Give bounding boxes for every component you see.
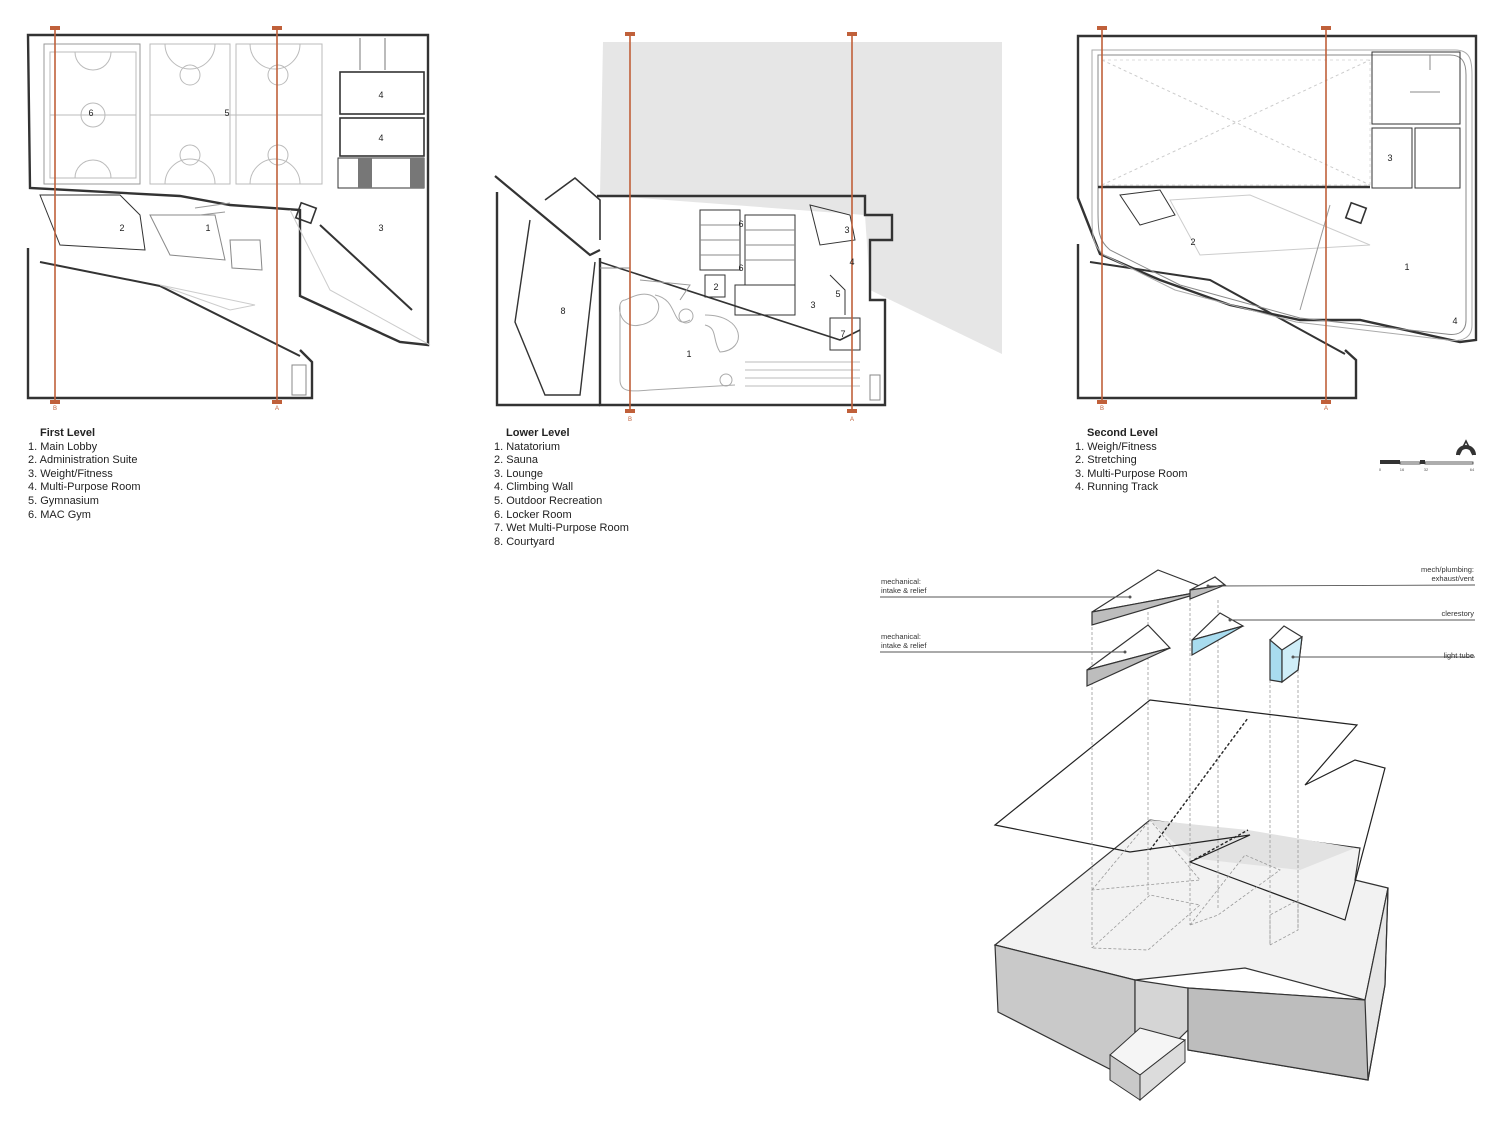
scale-label: 16 (1400, 467, 1405, 472)
first-level-section-lines: B A (50, 26, 282, 412)
legend-item: 3. Lounge (494, 467, 543, 480)
room-tag: 4 (849, 257, 854, 267)
section-marker-b: B (53, 406, 57, 412)
lower-level-plan (494, 42, 1002, 407)
legend-item: 5. Outdoor Recreation (494, 494, 603, 507)
second-level-plan (1076, 34, 1478, 400)
room-tag: 4 (378, 90, 383, 100)
legend-item: 4. Multi-Purpose Room (28, 481, 141, 494)
room-tag: 6 (738, 263, 743, 273)
first-level-plan (26, 33, 431, 400)
legend-title: First Level (40, 427, 96, 439)
room-tag: 4 (378, 133, 383, 143)
callout-mech-plumbing: mech/plumbing: (1421, 565, 1474, 574)
room-tag: 6 (88, 108, 93, 118)
room-tag: 2 (1190, 237, 1195, 247)
lower-level-room-tags: 1 2 3 3 4 5 6 6 7 8 (560, 219, 854, 359)
legend-item: 6. Locker Room (494, 508, 572, 521)
section-marker-a: A (850, 417, 854, 423)
room-tag: 3 (378, 223, 383, 233)
north-arrow-icon (1456, 439, 1476, 456)
callout-mech-plumbing-sub: exhaust/vent (1431, 574, 1474, 583)
legend-item: 7. Wet Multi-Purpose Room (494, 522, 629, 535)
room-tag: 8 (560, 306, 565, 316)
section-marker-b: B (1100, 406, 1104, 412)
section-marker-b: B (628, 417, 632, 423)
legend-item: 3. Multi-Purpose Room (1075, 467, 1188, 480)
room-tag: 3 (1387, 153, 1392, 163)
room-tag: 1 (686, 349, 691, 359)
second-level-room-tags: 1 2 3 4 (1190, 153, 1457, 326)
legend-item: 6. MAC Gym (28, 508, 91, 521)
legend-item: 2. Stretching (1075, 454, 1137, 467)
lower-level-section-lines: B A (625, 32, 857, 423)
legend-title: Second Level (1087, 427, 1158, 439)
legend-title: Lower Level (506, 427, 570, 439)
legend-item: 2. Sauna (494, 454, 539, 467)
room-tag: 3 (810, 300, 815, 310)
legend-item: 8. Courtyard (494, 535, 555, 548)
legend-item: 2. Administration Suite (28, 454, 138, 467)
room-tag: 1 (205, 223, 210, 233)
first-level-legend: First Level 1. Main Lobby 2. Administrat… (28, 427, 141, 522)
callout-mechanical-bottom-sub: intake & relief (881, 641, 927, 650)
first-level-room-tags: 1 2 3 4 4 5 6 (88, 90, 383, 233)
room-tag: 5 (835, 289, 840, 299)
callout-clerestory: clerestory (1441, 609, 1474, 618)
room-tag: 5 (224, 108, 229, 118)
second-level-legend: Second Level 1. Weigh/Fitness 2. Stretch… (1075, 427, 1188, 495)
room-tag: 2 (713, 282, 718, 292)
callout-mechanical-top: mechanical: (881, 577, 921, 586)
room-tag: 2 (119, 223, 124, 233)
room-tag: 7 (840, 329, 845, 339)
room-tag: 1 (1404, 262, 1409, 272)
scale-label: 32 (1424, 467, 1429, 472)
legend-item: 4. Climbing Wall (494, 481, 574, 494)
callout-mechanical-top-sub: intake & relief (881, 586, 927, 595)
room-tag: 4 (1452, 316, 1457, 326)
scale-label: 64 (1470, 467, 1475, 472)
room-tag: 3 (844, 225, 849, 235)
section-marker-a: A (1324, 406, 1328, 412)
legend-item: 5. Gymnasium (28, 494, 99, 507)
legend-item: 3. Weight/Fitness (28, 467, 113, 480)
callout-mechanical-bottom: mechanical: (881, 632, 921, 641)
room-tag: 6 (738, 219, 743, 229)
section-marker-a: A (275, 406, 279, 412)
second-level-section-lines: B A (1097, 26, 1331, 412)
callout-light-tube: light tube (1444, 651, 1474, 660)
scale-bar: 0 16 32 64 (1379, 460, 1475, 472)
lower-level-legend: Lower Level 1. Natatorium 2. Sauna 3. Lo… (494, 427, 629, 549)
legend-item: 4. Running Track (1075, 481, 1159, 494)
legend-item: 1. Natatorium (494, 440, 561, 453)
legend-item: 1. Main Lobby (28, 440, 98, 453)
scale-label: 0 (1379, 467, 1382, 472)
legend-item: 1. Weigh/Fitness (1075, 440, 1157, 453)
axonometric-diagram: mechanical: intake & relief mechanical: … (880, 565, 1476, 1102)
